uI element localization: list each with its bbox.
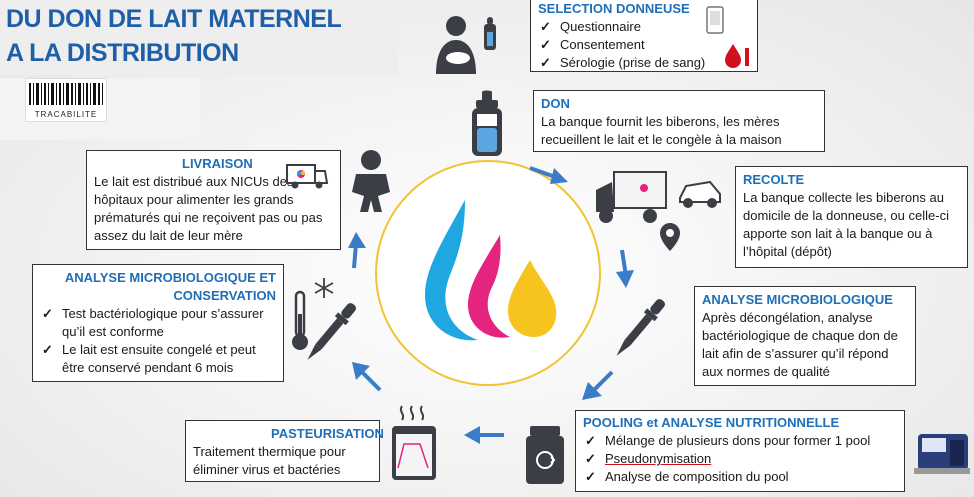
selection-item: Consentement (538, 36, 750, 54)
don-heading: DON (541, 96, 570, 111)
selection-item: Questionnaire (538, 18, 750, 36)
analyse-micro-heading: ANALYSE MICROBIOLOGIQUE (702, 292, 893, 307)
arrow-pooling-to-pasteurisation (462, 424, 506, 446)
arrow-analyse-to-pooling (578, 370, 616, 402)
livraison-box: LIVRAISON Le lait est distribué aux NICU… (86, 150, 341, 250)
title-panel (0, 0, 398, 75)
analyse-conservation-item: Le lait est ensuite congelé et peut être… (40, 341, 276, 377)
arrow-recolte-to-analyse (612, 248, 638, 290)
pasteurizer-icon (390, 404, 438, 484)
arrow-pasteurisation-to-analyse (350, 360, 384, 394)
page-title: DU DON DE LAIT MATERNEL A LA DISTRIBUTIO… (6, 2, 342, 70)
analyse-micro-text: Après décongélation, analyse bactériolog… (702, 310, 898, 379)
selection-item: Sérologie (prise de sang) (538, 54, 750, 72)
analyse-conservation-heading-1: ANALYSE MICROBIOLOGIQUE ET (64, 270, 276, 285)
arrow-conservation-to-livraison (344, 230, 368, 270)
pasteurisation-heading: PASTEURISATION (271, 426, 384, 441)
recolte-heading: RECOLTE (743, 172, 805, 187)
recolte-text: La banque collecte les biberons au domic… (743, 190, 949, 259)
pipette-icon (612, 292, 666, 366)
pasteurisation-box: PASTEURISATION Traitement thermique pour… (185, 420, 384, 482)
don-text: La banque fournit les biberons, les mère… (541, 114, 782, 147)
analyzer-machine-icon (912, 428, 972, 478)
snowflake-icon (313, 277, 335, 299)
pooling-box: POOLING et ANALYSE NUTRITIONNELLE Mélang… (575, 410, 905, 492)
blood-drop-icon (720, 40, 754, 70)
pipette-icon (303, 296, 357, 370)
pasteurisation-text: Traitement thermique pour éliminer virus… (193, 444, 346, 477)
title-line-2: A LA DISTRIBUTION (6, 39, 239, 67)
selection-heading: SELECTION DONNEUSE (538, 1, 690, 16)
livraison-text: Le lait est distribué aux NICUs des hôpi… (94, 174, 323, 243)
analyse-micro-box: ANALYSE MICROBIOLOGIQUE Après décongélat… (694, 286, 916, 386)
car-icon (676, 178, 724, 210)
don-box: DON La banque fournit les biberons, les … (533, 90, 825, 152)
location-pin-icon (659, 222, 681, 252)
baby-icon (348, 148, 394, 214)
delivery-truck-icon (592, 168, 672, 228)
livraison-heading: LIVRAISON (182, 156, 253, 171)
baby-bottle-icon (467, 90, 507, 160)
smartphone-icon (706, 6, 724, 34)
pooling-item: Pseudonymisation (583, 450, 897, 468)
pooling-item: Mélange de plusieurs dons pour former 1 … (583, 432, 897, 450)
title-line-1: DU DON DE LAIT MATERNEL (6, 5, 342, 33)
pooling-heading: POOLING et ANALYSE NUTRITIONNELLE (583, 415, 840, 430)
pool-jar-icon (524, 424, 566, 486)
analyse-conservation-item: Test bactériologique pour s’assurer qu’i… (40, 305, 276, 341)
pooling-item: Analyse de composition du pool (583, 468, 897, 486)
recolte-box: RECOLTE La banque collecte les biberons … (735, 166, 968, 268)
analyse-conservation-box: ANALYSE MICROBIOLOGIQUE ET CONSERVATION … (32, 264, 284, 382)
analyse-conservation-heading-2: CONSERVATION (173, 288, 276, 303)
tracabilite-label: TRACABILITE (34, 110, 98, 119)
mother-baby-icon (432, 14, 502, 76)
milk-drop-logo-icon (420, 195, 560, 350)
ambulance-icon (285, 161, 329, 189)
arrow-don-to-recolte (528, 162, 570, 188)
thermometer-icon (289, 290, 311, 352)
barcode-icon (25, 78, 107, 122)
